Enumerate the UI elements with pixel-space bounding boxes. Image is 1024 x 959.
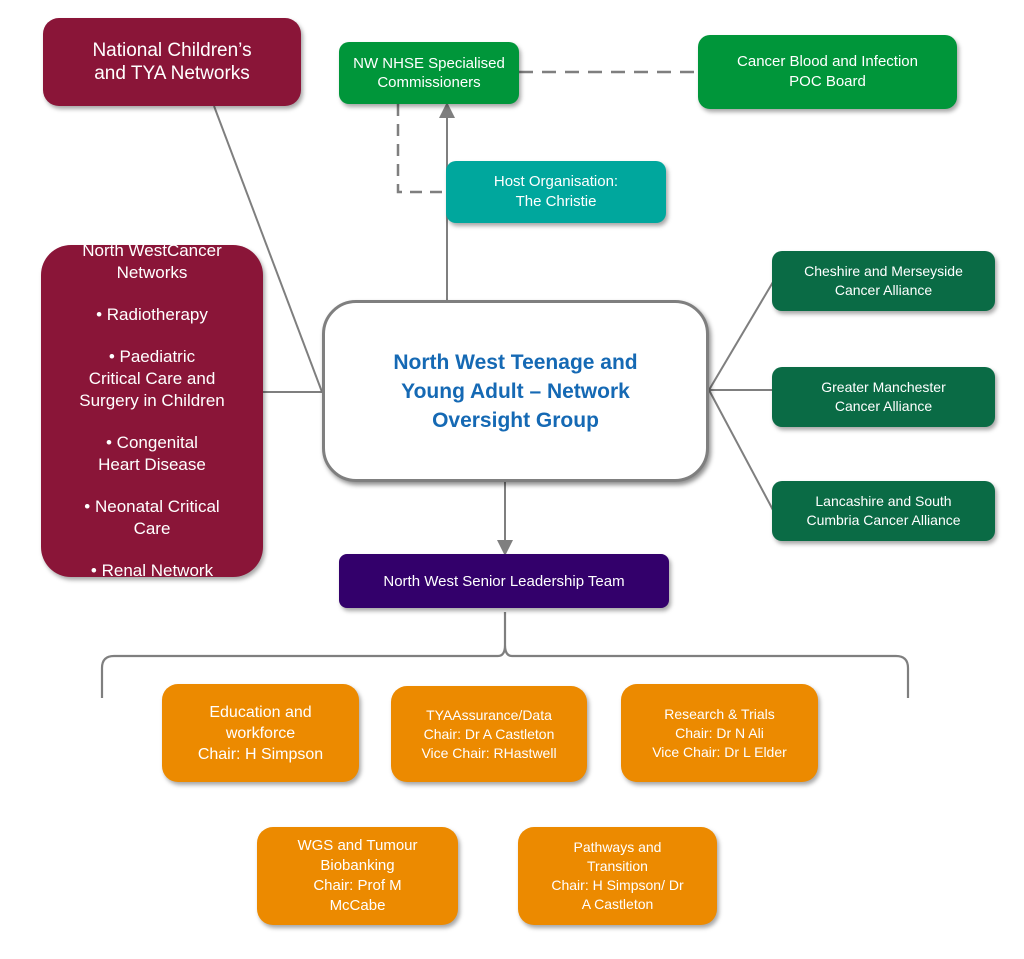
national-childrens-tya-networks-box: National Children’s and TYA Networks: [43, 18, 301, 106]
network-item-congenital: • Congenital Heart Disease: [98, 433, 206, 474]
workstream-label: WGS and Tumour Biobanking Chair: Prof M …: [297, 837, 418, 914]
workstream-brace: [100, 612, 910, 698]
workstream-education-workforce: Education and workforce Chair: H Simpson: [162, 684, 359, 782]
workstream-label: Pathways and Transition Chair: H Simpson…: [551, 839, 684, 912]
workstream-label: Education and workforce Chair: H Simpson: [197, 703, 324, 763]
workstream-label: Research & Trials Chair: Dr N Ali Vice C…: [652, 705, 787, 760]
host-org-label: Host Organisation: The Christie: [493, 173, 619, 210]
network-item-paediatric: • Paediatric Critical Care and Surgery i…: [79, 347, 225, 410]
connector-central-to-alliance-1: [708, 281, 774, 391]
connector-dashed-host-to-commissioners: [396, 104, 446, 194]
connector-central-to-alliance-3: [708, 389, 774, 511]
cancer-blood-infection-board-box: Cancer Blood and Infection POC Board: [698, 35, 957, 109]
workstream-wgs-biobanking: WGS and Tumour Biobanking Chair: Prof M …: [257, 827, 458, 925]
cancer-board-label: Cancer Blood and Infection POC Board: [737, 53, 918, 90]
network-item-renal: • Renal Network: [90, 561, 214, 580]
central-oversight-group-box: North West Teenage and Young Adult – Net…: [322, 300, 709, 482]
central-title: North West Teenage and Young Adult – Net…: [393, 350, 638, 432]
workstream-label: TYAAssurance/Data Chair: Dr A Castleton …: [421, 706, 557, 761]
host-organisation-box: Host Organisation: The Christie: [446, 161, 666, 223]
nw-nhse-commissioners-box: NW NHSE Specialised Commissioners: [339, 42, 519, 104]
nw-cancer-networks-heading: North WestCancer Networks: [82, 241, 222, 282]
alliance-box-lancashire-cumbria: Lancashire and South Cumbria Cancer Alli…: [772, 481, 995, 541]
national-networks-label: National Children’s and TYA Networks: [92, 40, 252, 84]
workstream-pathways-transition: Pathways and Transition Chair: H Simpson…: [518, 827, 717, 925]
workstream-research-trials: Research & Trials Chair: Dr N Ali Vice C…: [621, 684, 818, 782]
network-item-radiotherapy: • Radiotherapy: [96, 305, 208, 324]
alliance-label: Lancashire and South Cumbria Cancer Alli…: [806, 493, 961, 528]
senior-leadership-team-box: North West Senior Leadership Team: [339, 554, 669, 608]
alliance-label: Cheshire and Merseyside Cancer Alliance: [804, 263, 963, 298]
workstream-tya-assurance-data: TYAAssurance/Data Chair: Dr A Castleton …: [391, 686, 587, 782]
connector-national-to-central: [213, 105, 323, 393]
nw-cancer-networks-box: North WestCancer Networks • Radiotherapy…: [41, 241, 263, 580]
nw-commissioners-label: NW NHSE Specialised Commissioners: [353, 55, 505, 91]
slt-label: North West Senior Leadership Team: [383, 572, 625, 590]
alliance-label: Greater Manchester Cancer Alliance: [821, 379, 946, 414]
network-item-neonatal: • Neonatal Critical Care: [84, 497, 220, 538]
alliance-box-cheshire-merseyside: Cheshire and Merseyside Cancer Alliance: [772, 251, 995, 311]
alliance-box-greater-manchester: Greater Manchester Cancer Alliance: [772, 367, 995, 427]
